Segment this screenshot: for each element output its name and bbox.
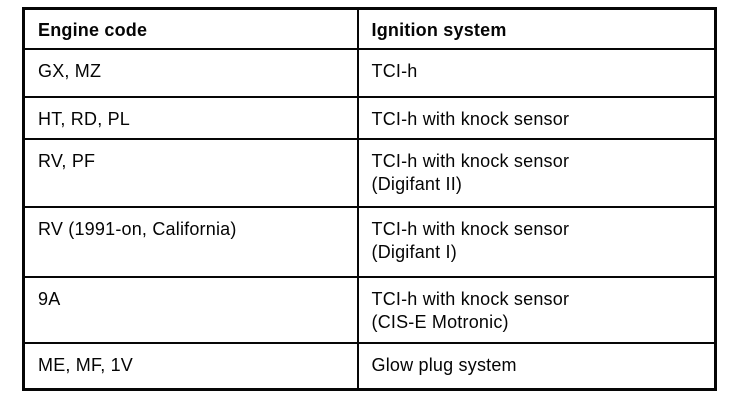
engine-ignition-table: Engine code Ignition system GX, MZ TCI-h… <box>22 7 717 391</box>
table-row: HT, RD, PL TCI-h with knock sensor <box>22 96 717 140</box>
engine-code-cell: RV, PF <box>22 138 359 208</box>
column-header-engine-code: Engine code <box>22 7 359 50</box>
table-row: RV, PF TCI-h with knock sensor (Digifant… <box>22 138 717 208</box>
ignition-system-cell: Glow plug system <box>356 342 717 390</box>
ignition-system-cell: TCI-h with knock sensor (Digifant I) <box>356 206 717 278</box>
engine-code-cell: RV (1991-on, California) <box>22 206 359 278</box>
table-row: GX, MZ TCI-h <box>22 48 717 98</box>
engine-code-cell: 9A <box>22 276 359 344</box>
ignition-system-cell: TCI-h <box>356 48 717 98</box>
engine-code-cell: GX, MZ <box>22 48 359 98</box>
table-header-row: Engine code Ignition system <box>22 7 717 50</box>
engine-code-cell: ME, MF, 1V <box>22 342 359 390</box>
table-row: 9A TCI-h with knock sensor (CIS-E Motron… <box>22 276 717 344</box>
column-header-ignition-system: Ignition system <box>356 7 717 50</box>
ignition-system-cell: TCI-h with knock sensor (Digifant II) <box>356 138 717 208</box>
engine-code-cell: HT, RD, PL <box>22 96 359 140</box>
table-row: RV (1991-on, California) TCI-h with knoc… <box>22 206 717 278</box>
ignition-system-cell: TCI-h with knock sensor (CIS-E Motronic) <box>356 276 717 344</box>
ignition-system-cell: TCI-h with knock sensor <box>356 96 717 140</box>
table-row: ME, MF, 1V Glow plug system <box>22 342 717 390</box>
